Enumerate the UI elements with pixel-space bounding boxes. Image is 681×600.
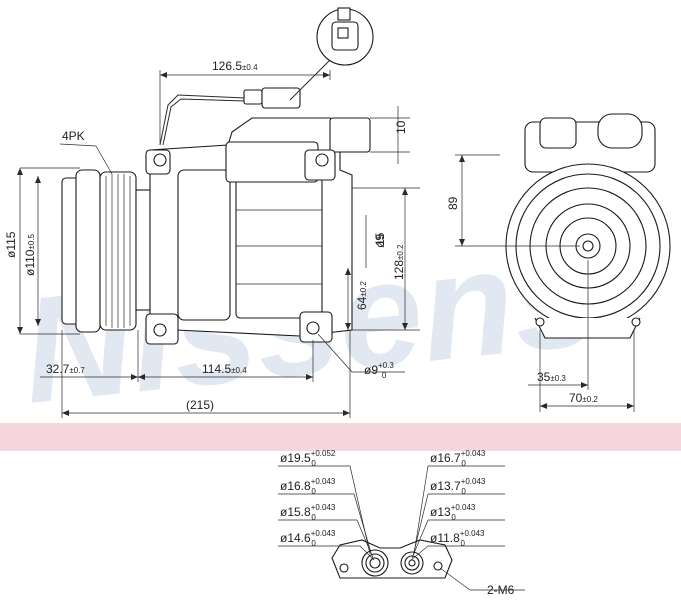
dim-126-5: 126.5±0.4 [212,59,258,73]
dimension-lines [17,70,420,418]
dim-32-7: 32.7±0.7 [46,362,85,376]
dimension-labels: 126.5±0.4 10 4PK ø115 ø110±0.5 ø915 128±… [4,59,598,597]
dim-114-5: 114.5±0.4 [202,362,247,376]
dim-15: ø915 [373,232,387,248]
dim-70: 70±0.2 [569,391,598,405]
dim-128: 128±0.2 [392,244,406,280]
port-flange-view [278,465,525,591]
dim-89: 89 [446,196,460,210]
compressor-side-view [61,7,374,345]
pulley-type-label: 4PK [62,129,85,143]
dim-64: 64±0.2 [355,281,369,310]
dim-215: (215) [186,398,214,412]
compressor-end-view [455,113,671,412]
thread-label: 2-M6 [487,583,515,597]
dim-dia110: ø110±0.5 [23,233,37,276]
section-separator [0,423,681,451]
dim-35: 35±0.3 [537,370,566,384]
dim-dia115: ø115 [4,231,18,258]
dim-10: 10 [394,120,408,134]
